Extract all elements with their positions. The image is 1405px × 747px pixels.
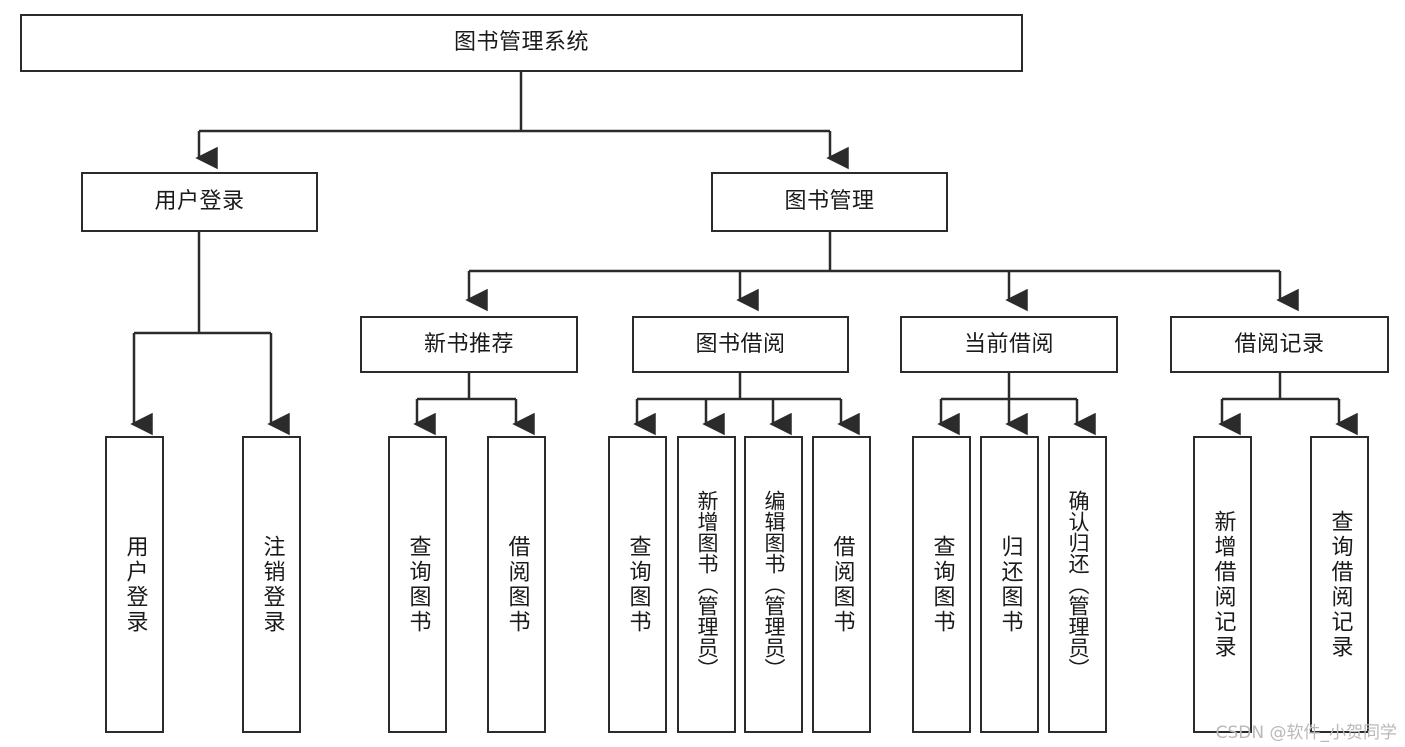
- node-label: 注销登录: [259, 534, 285, 635]
- node-current-borrowing[interactable]: 当前借阅: [900, 316, 1118, 373]
- node-leaf-confirm-return-admin[interactable]: 确认归还（管理员）: [1048, 436, 1107, 733]
- connector-root-to-level2: [195, 72, 849, 170]
- node-label: 借阅记录: [1234, 331, 1325, 357]
- node-label: 图书管理: [784, 189, 875, 215]
- node-label: 确认归还（管理员）: [1066, 490, 1090, 679]
- connector-borrowrecord-to-leaves: [1218, 373, 1358, 436]
- node-leaf-query-book-newbook[interactable]: 查询图书: [388, 436, 447, 733]
- connector-currentborrow-to-leaves: [937, 373, 1096, 436]
- node-label: 借阅图书: [504, 534, 530, 635]
- node-leaf-logout[interactable]: 注销登录: [242, 436, 301, 733]
- node-label: 查询图书: [625, 534, 651, 635]
- node-leaf-borrow-book[interactable]: 借阅图书: [812, 436, 871, 733]
- connector-newbook-to-leaves: [413, 373, 535, 436]
- node-label: 当前借阅: [963, 331, 1054, 357]
- node-label: 查询借阅记录: [1327, 509, 1353, 660]
- node-leaf-add-book-admin[interactable]: 新增图书（管理员）: [677, 436, 736, 733]
- connector-userlogin-to-leaves: [130, 232, 290, 436]
- node-leaf-borrow-book-newbook[interactable]: 借阅图书: [487, 436, 546, 733]
- node-leaf-user-login[interactable]: 用户登录: [105, 436, 164, 733]
- node-label: 新书推荐: [423, 331, 514, 357]
- node-leaf-query-book-current[interactable]: 查询图书: [912, 436, 971, 733]
- node-label: 图书管理系统: [453, 30, 589, 56]
- node-label: 归还图书: [997, 534, 1023, 635]
- node-label: 查询图书: [929, 534, 955, 635]
- watermark: CSDN @软件_小贺同学: [1215, 723, 1397, 743]
- connector-bookmgmt-to-level3: [465, 232, 1299, 312]
- node-label: 用户登录: [122, 534, 148, 635]
- node-user-login[interactable]: 用户登录: [81, 172, 318, 232]
- node-borrowing-record[interactable]: 借阅记录: [1170, 316, 1389, 373]
- node-label: 借阅图书: [829, 534, 855, 635]
- node-label: 新增借阅记录: [1210, 509, 1236, 660]
- node-leaf-query-book-borrow[interactable]: 查询图书: [608, 436, 667, 733]
- node-label: 编辑图书（管理员）: [762, 490, 786, 679]
- node-leaf-return-book[interactable]: 归还图书: [980, 436, 1039, 733]
- node-book-management[interactable]: 图书管理: [711, 172, 948, 232]
- node-label: 新增图书（管理员）: [695, 490, 719, 679]
- node-leaf-query-borrow-record[interactable]: 查询借阅记录: [1310, 436, 1369, 733]
- node-label: 查询图书: [405, 534, 431, 635]
- node-book-borrowing[interactable]: 图书借阅: [632, 316, 849, 373]
- node-leaf-edit-book-admin[interactable]: 编辑图书（管理员）: [744, 436, 803, 733]
- node-label: 用户登录: [154, 189, 245, 215]
- node-root-book-management-system[interactable]: 图书管理系统: [20, 14, 1023, 72]
- node-new-book-recommendation[interactable]: 新书推荐: [360, 316, 578, 373]
- node-leaf-add-borrow-record[interactable]: 新增借阅记录: [1193, 436, 1252, 733]
- node-label: 图书借阅: [695, 331, 786, 357]
- connector-bookborrow-to-leaves: [633, 373, 860, 436]
